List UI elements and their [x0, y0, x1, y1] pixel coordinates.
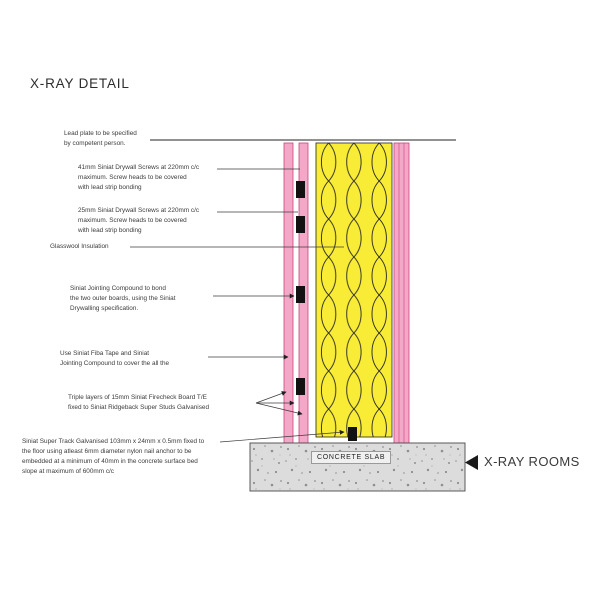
leader-super-track	[219, 429, 345, 443]
leader-triple-layers-1	[255, 391, 287, 404]
leader-lines	[130, 168, 345, 443]
lead-strip-3	[296, 286, 305, 303]
annotation-jointing-compound: Siniat Jointing Compound to bond the two…	[70, 285, 176, 312]
lead-strip-4	[296, 378, 305, 395]
xray-rooms-label: X-RAY ROOMS	[484, 454, 580, 469]
annotation-triple-layers: Triple layers of 15mm Siniat Firecheck B…	[68, 394, 210, 411]
annotation-glasswool: Glasswool Insulation	[50, 243, 109, 250]
annotation-super-track: Siniat Super Track Galvanised 103mm x 24…	[22, 438, 205, 475]
annotation-fiba-tape: Use Siniat Fiba Tape and Siniat Jointing…	[60, 350, 170, 367]
lead-strip-2	[296, 216, 305, 233]
lead-strip-1	[296, 181, 305, 198]
page-title: X-RAY DETAIL	[30, 76, 130, 91]
leader-triple-layers-3	[255, 402, 303, 416]
annotation-screws-41mm: 41mm Siniat Drywall Screws at 220mm c/c …	[78, 164, 200, 191]
wall-board-right	[393, 142, 410, 444]
wall-board-left-outer	[283, 142, 294, 444]
xray-rooms-arrow-icon	[465, 455, 478, 470]
annotation-screws-25mm: 25mm Siniat Drywall Screws at 220mm c/c …	[78, 207, 200, 234]
annotation-lead-plate: Lead plate to be specified by competent …	[64, 130, 137, 147]
floor-track	[348, 427, 357, 441]
glasswool-pattern	[316, 143, 392, 437]
concrete-slab-label: CONCRETE SLAB	[311, 451, 392, 464]
